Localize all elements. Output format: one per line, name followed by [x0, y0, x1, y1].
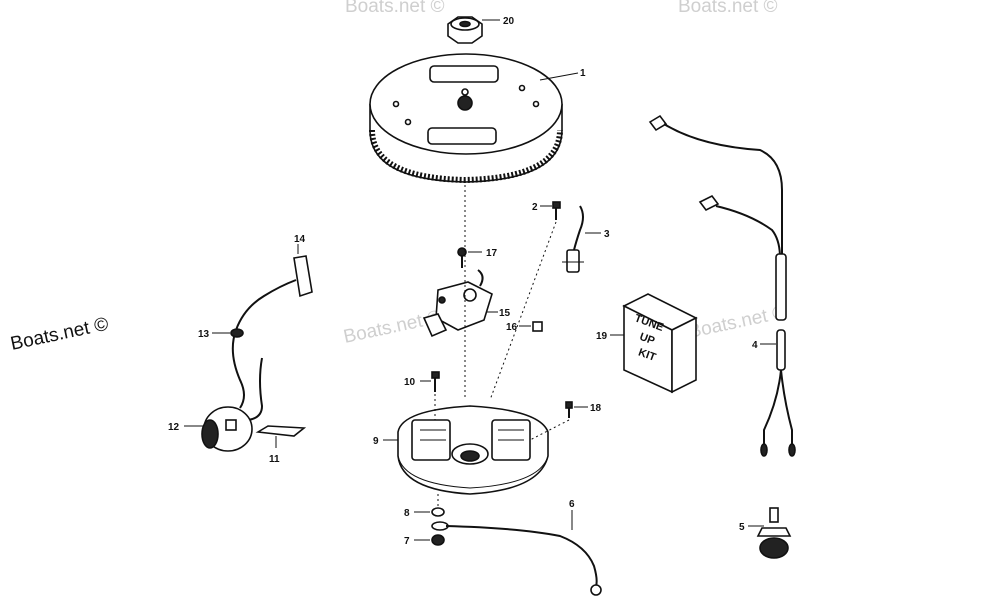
flywheel-part: [369, 53, 563, 184]
watermark-faint-top: Boats.net ©: [345, 0, 445, 17]
tune-up-kit-box-part: TUNE UP KIT: [622, 293, 698, 394]
callout-3: 3: [604, 229, 610, 240]
wiring-harness-part: [648, 114, 796, 457]
callout-13: 13: [198, 329, 210, 340]
ground-wire-part: [431, 521, 602, 596]
callout-15: 15: [499, 308, 511, 319]
switch-part: [756, 507, 792, 559]
callout-17: 17: [486, 248, 498, 259]
callout-14: 14: [294, 234, 306, 245]
callout-20: 20: [503, 16, 515, 27]
callout-7: 7: [404, 536, 410, 547]
washer-part: [431, 507, 445, 517]
kit-label-line3: KIT: [637, 347, 658, 364]
kit-label-line2: UP: [638, 331, 656, 348]
callout-10: 10: [404, 377, 416, 388]
screw-part-2: [552, 201, 561, 220]
callout-1: 1: [580, 68, 586, 79]
callout-9: 9: [373, 436, 379, 447]
watermark-faint-right: Boats.net ©: [687, 302, 789, 343]
condenser-part: [562, 205, 584, 273]
callout-11: 11: [269, 454, 280, 465]
callout-2: 2: [532, 202, 538, 213]
stator-plate-part: [397, 405, 549, 495]
nut-part: [447, 16, 483, 44]
screw-part-10: [431, 371, 440, 392]
felt-pad-part: [532, 321, 543, 332]
callout-19: 19: [596, 331, 608, 342]
clip-part: [255, 425, 307, 437]
callout-5: 5: [739, 522, 745, 533]
watermark-faint-top-right: Boats.net ©: [678, 0, 778, 17]
lockwasher-part: [431, 534, 445, 546]
callout-8: 8: [404, 508, 410, 519]
breaker-points-part: [422, 269, 493, 338]
callout-4: 4: [752, 340, 758, 351]
ignition-coil-part: [201, 255, 313, 452]
callout-6: 6: [569, 499, 575, 510]
watermark-main: Boats.net ©: [9, 314, 111, 355]
callout-12: 12: [168, 422, 180, 433]
screw-part-18: [565, 401, 573, 418]
callout-16: 16: [506, 322, 518, 333]
screw-part-17: [457, 247, 467, 268]
callout-18: 18: [590, 403, 602, 414]
